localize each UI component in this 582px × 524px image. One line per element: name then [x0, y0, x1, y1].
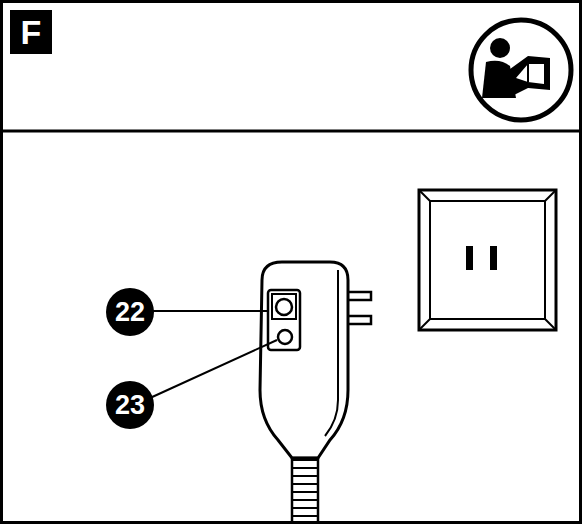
header-divider [0, 130, 582, 133]
callout-number: 22 [115, 299, 145, 326]
gfci-plug [260, 262, 371, 524]
callout-number: 23 [115, 392, 145, 419]
wall-outlet [419, 190, 556, 330]
section-letter: F [21, 15, 42, 49]
leader-line [150, 310, 268, 312]
section-box [10, 10, 52, 54]
callout-circle [106, 381, 154, 429]
read-manual-icon [471, 20, 571, 120]
callout-circle [106, 288, 154, 336]
leader-line [150, 340, 277, 398]
